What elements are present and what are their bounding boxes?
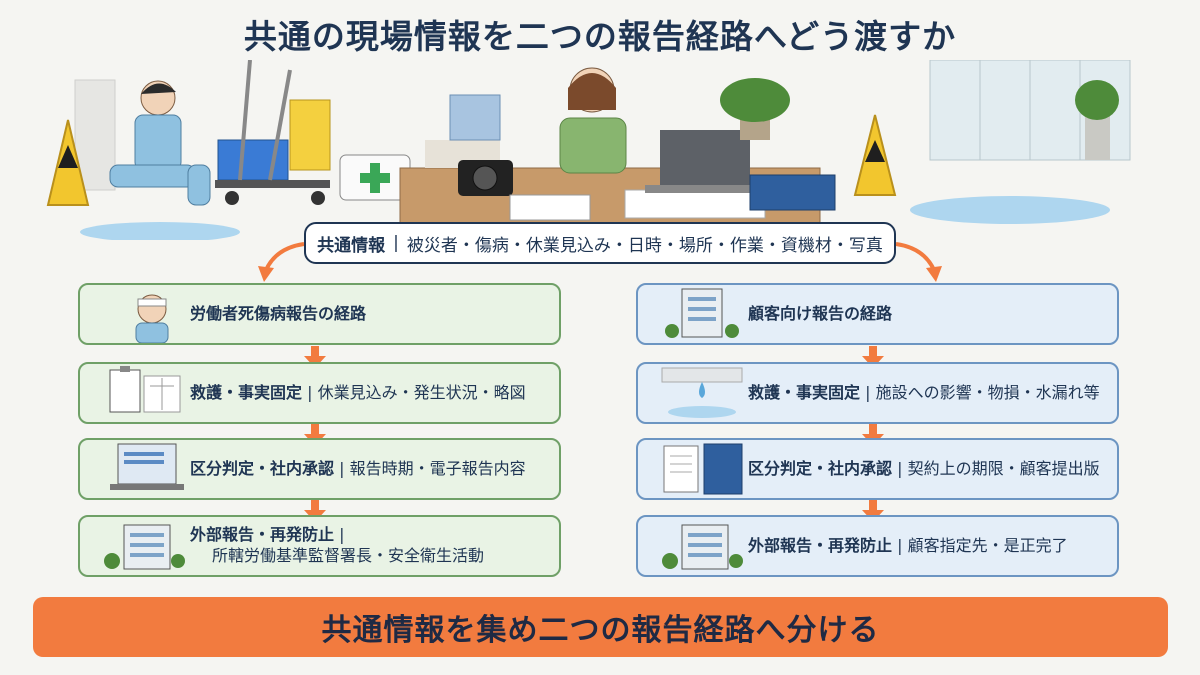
wet-floor-sign-left-icon — [46, 119, 90, 206]
separator: | — [393, 233, 399, 253]
right-step2-detail: 契約上の期限・顧客提出版 — [907, 458, 1100, 478]
clipboard-sketch-icon — [109, 366, 181, 413]
camera-icon — [458, 160, 513, 196]
plant-icon — [720, 78, 790, 140]
water-leak-icon — [661, 367, 743, 418]
left-step2-main: 区分判定・社内承認 — [190, 458, 335, 478]
right-step1-detail: 施設への影響・物損・水漏れ等 — [875, 382, 1100, 402]
left-step1-main: 救護・事実固定 — [190, 382, 303, 402]
left-step2-detail: 報告時期・電子報告内容 — [349, 458, 526, 478]
right-step1-main: 救護・事実固定 — [748, 382, 861, 402]
left-step2-box: 区分判定・社内承認 | 報告時期・電子報告内容 — [78, 438, 561, 500]
right-step3-detail: 顧客指定先・是正完了 — [907, 535, 1068, 555]
worker-illustration — [109, 80, 211, 206]
left-path-header: 労働者死傷病報告の経路 — [78, 283, 561, 345]
left-step3-detail: 所轄労働基準監督署長・安全衛生活動 — [212, 546, 485, 565]
page-title: 共通の現場情報を二つの報告経路へどう渡すか — [243, 17, 957, 56]
branch-arrows — [258, 242, 942, 282]
laptop-icon — [110, 443, 184, 490]
right-path-header: 顧客向け報告の経路 — [636, 283, 1119, 345]
office-building-icon — [104, 524, 185, 570]
left-step3-box: 外部報告・再発防止 | 所轄労働基準監督署長・安全衛生活動 — [78, 515, 561, 577]
common-info-label: 共通情報 — [317, 235, 386, 256]
wet-floor-sign-right-icon — [853, 114, 897, 196]
summary-banner: 共通情報を集め二つの報告経路へ分ける — [33, 597, 1168, 657]
left-step3-main: 外部報告・再発防止 — [190, 525, 335, 545]
common-info-items: 被災者・傷病・休業見込み・日時・場所・作業・資機材・写真 — [406, 235, 883, 256]
laptop-icon — [645, 130, 765, 193]
office-building-icon — [665, 288, 739, 338]
cleaning-cart-icon — [215, 60, 331, 205]
documents-binder-icon — [663, 443, 743, 495]
left-step1-detail: 休業見込み・発生状況・略図 — [317, 382, 526, 402]
office-worker-illustration — [559, 67, 627, 174]
worker-headband-icon — [135, 294, 169, 343]
right-step3-box: 外部報告・再発防止 | 顧客指定先・是正完了 — [636, 515, 1119, 577]
right-step1-box: 救護・事実固定 | 施設への影響・物損・水漏れ等 — [636, 362, 1119, 424]
right-step3-main: 外部報告・再発防止 — [748, 535, 893, 555]
scene-illustration — [0, 60, 1200, 240]
left-path-title: 労働者死傷病報告の経路 — [190, 303, 367, 323]
right-step2-main: 区分判定・社内承認 — [748, 458, 893, 478]
common-info-box: 共通情報 | 被災者・傷病・休業見込み・日時・場所・作業・資機材・写真 — [304, 222, 896, 264]
left-step1-box: 救護・事実固定 | 休業見込み・発生状況・略図 — [78, 362, 561, 424]
right-step2-box: 区分判定・社内承認 | 契約上の期限・顧客提出版 — [636, 438, 1119, 500]
right-path-title: 顧客向け報告の経路 — [748, 303, 893, 323]
office-building-icon — [662, 524, 743, 570]
